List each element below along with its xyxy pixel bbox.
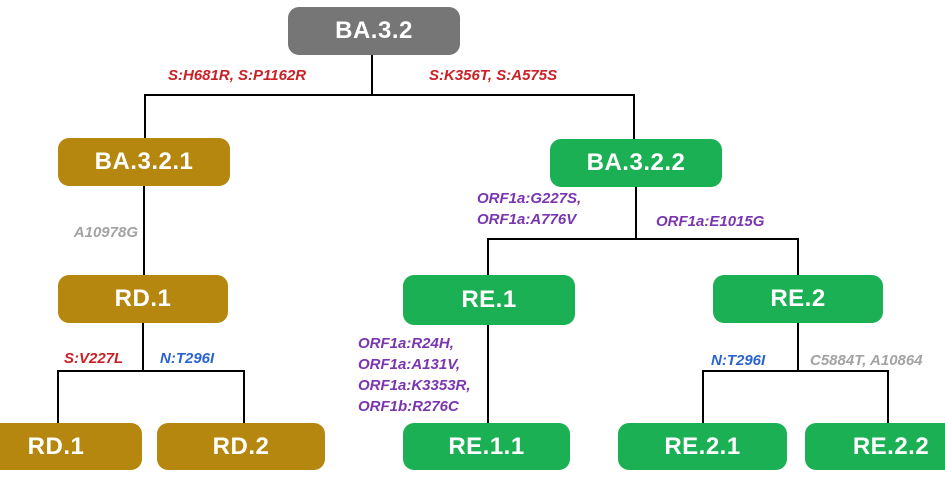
node-label: RE.2.1 — [664, 432, 741, 460]
connector-to-re2 — [797, 238, 799, 275]
node-label: RE.2.2 — [852, 432, 930, 460]
connector-split-rd1 — [57, 370, 245, 372]
node-label: RE.2 — [770, 285, 826, 312]
connector-to-ba322 — [633, 94, 635, 139]
node-rd-1-child: RD.1 — [0, 423, 142, 470]
node-rd-1: RD.1 — [58, 275, 228, 323]
node-ba-3-2-1: BA.3.2.1 — [58, 138, 230, 186]
connector-split-re2 — [702, 370, 889, 372]
node-label: RD.1 — [27, 432, 85, 460]
connector-to-re21 — [702, 370, 704, 423]
mutation-line: ORF1a:G227S, — [477, 190, 582, 207]
node-ba-3-2-2: BA.3.2.2 — [550, 139, 722, 187]
node-re-2-1: RE.2.1 — [618, 423, 787, 470]
mutation-label-ba322-to-re2: ORF1a:E1015G — [656, 213, 765, 230]
connector-re2-stem — [797, 322, 799, 372]
mutation-label-re1-to-re11: ORF1a:R24H, ORF1a:A131V, ORF1a:K3353R, O… — [358, 333, 471, 417]
node-label: RD.1 — [114, 285, 172, 312]
mutation-label-re2-to-re21: N:T296I — [711, 352, 766, 369]
node-label: RE.1.1 — [448, 432, 525, 460]
node-re-2-2: RE.2.2 — [805, 423, 945, 470]
connector-to-re1 — [487, 238, 489, 275]
mutation-label-ba32-to-ba322: S:K356T, S:A575S — [429, 67, 558, 84]
mutation-label-re2-to-re22: C5884T, A10864 — [810, 352, 923, 369]
connector-to-rd2 — [243, 370, 245, 423]
node-re-2: RE.2 — [713, 275, 883, 323]
node-label: BA.3.2 — [335, 17, 413, 44]
node-re-1-1: RE.1.1 — [403, 423, 570, 470]
connector-split-ba322 — [487, 238, 799, 240]
mutation-label-rd1-to-rd2: N:T296I — [160, 350, 215, 367]
connector-ba32-stem — [371, 55, 373, 96]
mutation-line: ORF1a:A131V, — [358, 356, 460, 373]
connector-ba321-to-rd1 — [143, 185, 145, 275]
connector-rd1-stem — [142, 322, 144, 372]
connector-to-ba321 — [144, 94, 146, 138]
mutation-line: ORF1b:R276C — [358, 398, 459, 415]
mutation-label-ba32-to-ba321: S:H681R, S:P1162R — [168, 67, 307, 84]
connector-split-root — [144, 94, 635, 96]
node-label: BA.3.2.1 — [94, 148, 194, 175]
mutation-label-rd1-to-rd1-child: S:V227L — [64, 350, 124, 367]
node-ba-3-2: BA.3.2 — [288, 7, 460, 55]
connector-re1-to-re11 — [487, 324, 489, 423]
connector-to-re22 — [887, 370, 889, 423]
mutation-label-ba321-to-rd1: A10978G — [73, 224, 138, 241]
mutation-line: ORF1a:A776V — [477, 211, 577, 228]
mutation-line: ORF1a:R24H, — [358, 335, 454, 352]
connector-ba322-stem — [635, 187, 637, 240]
mutation-label-ba322-to-re1: ORF1a:G227S, ORF1a:A776V — [477, 188, 581, 230]
node-rd-2: RD.2 — [157, 423, 325, 470]
connector-to-rd1-child — [57, 370, 59, 423]
node-label: RE.1 — [461, 286, 517, 313]
node-re-1: RE.1 — [403, 275, 575, 325]
node-label: BA.3.2.2 — [586, 149, 686, 176]
node-label: RD.2 — [212, 432, 270, 460]
mutation-line: ORF1a:K3353R, — [358, 377, 471, 394]
